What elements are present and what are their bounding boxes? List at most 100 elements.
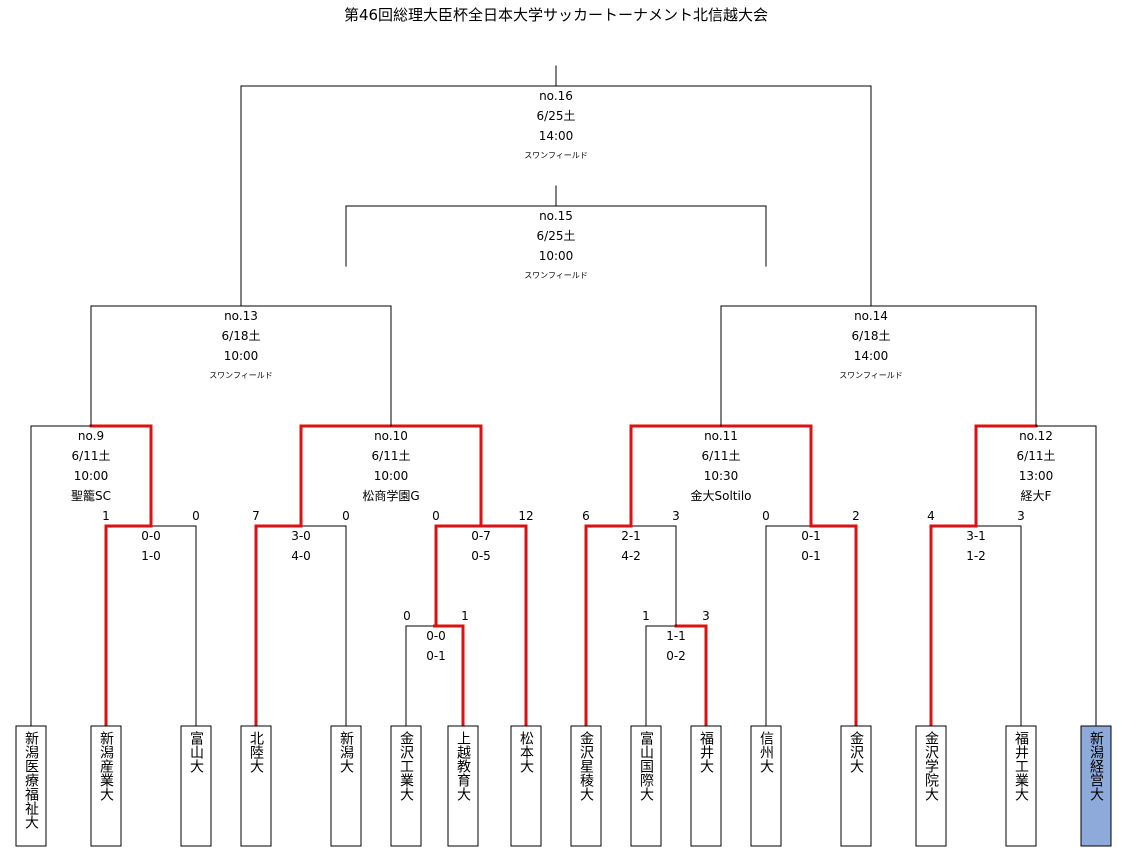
team-box: 新潟医療福祉大 <box>15 725 47 847</box>
match-date: 6/18土 <box>852 329 891 343</box>
second-half-score: 1-0 <box>141 549 161 563</box>
second-half-score: 0-2 <box>666 649 686 663</box>
team-box-frame <box>1080 725 1112 847</box>
first-half-score: 0-0 <box>141 529 161 543</box>
left-score: 4 <box>927 509 935 523</box>
team-box: 金沢大 <box>840 725 872 847</box>
match-venue: スワンフィールド <box>209 371 273 380</box>
match-time: 13:00 <box>1019 469 1054 483</box>
match-number: no.10 <box>374 429 408 443</box>
first-half-score: 3-1 <box>966 529 986 543</box>
match-venue: スワンフィールド <box>839 371 903 380</box>
second-half-score: 1-2 <box>966 549 986 563</box>
team-name: 金沢工業大 <box>398 731 414 801</box>
match-number: no.11 <box>704 429 738 443</box>
team-box: 福井工業大 <box>1005 725 1037 847</box>
team-name: 金沢大 <box>848 731 864 773</box>
right-score: 0 <box>192 509 200 523</box>
team-box-frame <box>390 725 422 847</box>
team-box-frame <box>690 725 722 847</box>
team-box: 富山国際大 <box>630 725 662 847</box>
team-name: 北陸大 <box>248 731 264 773</box>
team-box: 新潟大 <box>330 725 362 847</box>
match-time: 10:00 <box>374 469 409 483</box>
team-name: 富山国際大 <box>638 730 654 801</box>
match-venue: 経大F <box>1021 489 1052 503</box>
team-box: 金沢工業大 <box>390 725 422 847</box>
match-venue: 松商学園G <box>362 488 419 503</box>
match-date: 6/11土 <box>1017 449 1056 463</box>
match-venue: 聖籠SC <box>71 488 111 503</box>
team-box-frame <box>90 725 122 847</box>
team-name: 金沢星稜大 <box>578 731 594 801</box>
match-date: 6/25土 <box>537 109 576 123</box>
team-name: 信州大 <box>758 731 774 773</box>
team-box-frame <box>570 725 602 847</box>
match-time: 10:00 <box>539 249 574 263</box>
match-date: 6/11土 <box>702 449 741 463</box>
team-box-frame <box>510 725 542 847</box>
team-name: 新潟経営大 <box>1088 731 1104 801</box>
team-box-frame <box>330 725 362 847</box>
team-name: 新潟医療福祉大 <box>23 731 39 829</box>
left-score: 1 <box>102 509 110 523</box>
team-box: 新潟産業大 <box>90 725 122 847</box>
first-half-score: 3-0 <box>291 529 311 543</box>
second-half-score: 4-2 <box>621 549 641 563</box>
right-score: 0 <box>342 509 350 523</box>
match-time: 10:00 <box>224 349 259 363</box>
match-time: 14:00 <box>854 349 889 363</box>
team-name: 富山大 <box>188 730 204 773</box>
team-box: 金沢学院大 <box>915 725 947 847</box>
match-number: no.12 <box>1019 429 1053 443</box>
match-date: 6/18土 <box>222 329 261 343</box>
right-score: 1 <box>461 609 469 623</box>
first-half-score: 1-1 <box>666 629 686 643</box>
team-box-frame <box>180 725 212 847</box>
second-half-score: 0-5 <box>471 549 491 563</box>
team-box-frame <box>1005 725 1037 847</box>
match-date: 6/11土 <box>372 449 411 463</box>
match-number: no.13 <box>224 309 258 323</box>
right-score: 12 <box>518 509 533 523</box>
bracket-lines <box>30 65 1097 728</box>
left-score: 7 <box>252 509 260 523</box>
match-venue: スワンフィールド <box>524 271 588 280</box>
first-half-score: 0-1 <box>801 529 821 543</box>
right-score: 3 <box>1017 509 1025 523</box>
match-number: no.9 <box>78 429 104 443</box>
team-box-frame <box>750 725 782 847</box>
match-date: 6/11土 <box>72 449 111 463</box>
team-box-frame <box>15 725 47 847</box>
team-box: 上越教育大 <box>447 725 479 847</box>
team-name: 福井大 <box>698 731 714 773</box>
match-time: 10:30 <box>704 469 739 483</box>
team-boxes: 新潟医療福祉大 新潟産業大 富山大 北陸大 新潟大 金沢工業大 上越教育大 松本大 金沢星稜大 富… <box>15 725 1112 847</box>
match-number: no.15 <box>539 209 573 223</box>
team-name: 上越教育大 <box>455 731 471 801</box>
right-score: 3 <box>702 609 710 623</box>
left-score: 0 <box>403 609 411 623</box>
match-venue: スワンフィールド <box>524 151 588 160</box>
match-number: no.14 <box>854 309 888 323</box>
team-name: 新潟産業大 <box>98 731 114 801</box>
team-name: 新潟大 <box>338 731 354 773</box>
team-box: 信州大 <box>750 725 782 847</box>
team-name: 松本大 <box>518 731 534 773</box>
team-box: 富山大 <box>180 725 212 847</box>
first-half-score: 0-0 <box>426 629 446 643</box>
second-half-score: 4-0 <box>291 549 311 563</box>
first-half-score: 0-7 <box>471 529 491 543</box>
team-box: 福井大 <box>690 725 722 847</box>
team-box: 金沢星稜大 <box>570 725 602 847</box>
team-box-frame <box>915 725 947 847</box>
team-box-frame <box>447 725 479 847</box>
match-venue: 金大Soltilo <box>690 488 751 503</box>
match-number: no.16 <box>539 89 573 103</box>
right-score: 2 <box>852 509 860 523</box>
team-name: 福井工業大 <box>1013 731 1029 801</box>
team-box-frame <box>840 725 872 847</box>
left-score: 0 <box>762 509 770 523</box>
left-score: 0 <box>432 509 440 523</box>
